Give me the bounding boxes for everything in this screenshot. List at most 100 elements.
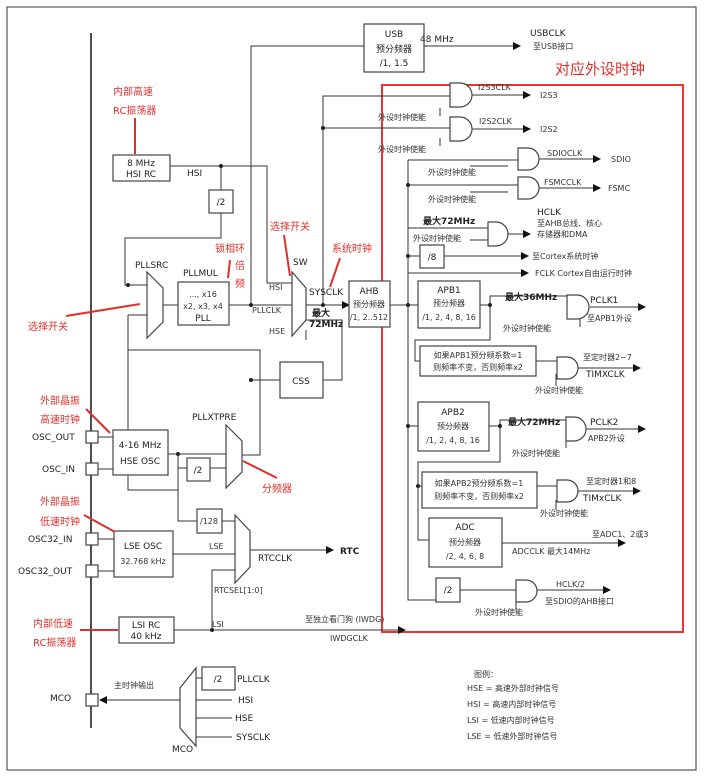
hsi-div2-label: /2: [217, 198, 226, 208]
divider-annotation: 分频器: [262, 482, 292, 495]
apb1-values: /1, 2, 4, 8, 16: [422, 313, 476, 322]
ahb-prescaler: [348, 280, 391, 328]
apb2-values: /1, 2, 4, 8, 16: [426, 436, 480, 445]
sysclk-annotation: 系统时钟: [332, 242, 372, 255]
lsi-rc-freq: 40 kHz: [130, 632, 161, 642]
sdio-div2-block: [435, 577, 461, 603]
hsi-annotation-1: 内部高速: [113, 85, 153, 98]
sdio-ahb-gate-icon: [515, 579, 538, 603]
pclk1-gate-icon: [566, 294, 590, 320]
sdio-ahb-label: 至SDIO的AHB接口: [545, 596, 614, 606]
rtcsel-label: RTCSEL[1:0]: [214, 586, 263, 595]
legend-item: HSE = 高速外部时钟信号: [467, 683, 559, 693]
hsi-rc-freq: 8 MHz: [127, 159, 155, 169]
fsmc-label: FSMC: [608, 184, 630, 193]
hsi-rc-name: HSI RC: [126, 170, 156, 180]
usb-prescaler-label: 预分频器: [376, 43, 412, 55]
ahb-title: AHB: [359, 287, 378, 297]
pll-block: [177, 281, 230, 326]
mco-output-label: 主时钟输出: [114, 680, 154, 690]
css-block: [279, 361, 324, 399]
outer-frame: [6, 6, 697, 771]
osc-out-label: OSC_OUT: [32, 433, 75, 443]
mco-hsi-label: HSI: [238, 696, 253, 706]
i2s3-gate-icon: [449, 82, 473, 108]
hclk2-label: HCLK/2: [556, 580, 585, 589]
osc32-in-label: OSC32_IN: [28, 535, 72, 545]
hsi-div2-block: [208, 189, 234, 214]
mco-sysclk-label: SYSCLK: [236, 733, 271, 743]
osc32-out-pin: [85, 564, 99, 578]
div8-block: [419, 244, 445, 269]
hse-annotation-1: 外部晶振: [40, 394, 80, 407]
fsmcclk-label: FSMCCLK: [544, 178, 582, 187]
hclk-label: HCLK: [537, 208, 562, 218]
tim27-gate-icon: [556, 356, 579, 380]
pllxtpre-label: PLLXTPRE: [192, 413, 237, 423]
sw-label: SW: [293, 258, 308, 268]
mco-mux: [179, 666, 197, 748]
hse-osc-freq: 4-16 MHz: [119, 441, 162, 451]
enable-label: 外设时钟使能: [512, 448, 560, 458]
mco-mux-label: MCO: [172, 745, 193, 755]
mco-pllclk-label: PLLCLK: [237, 675, 271, 685]
pll-name: PLL: [195, 314, 210, 324]
osc-out-pin: [85, 430, 99, 444]
lsi-annotation-2: RC振荡器: [33, 636, 76, 649]
i2s2-gate-icon: [449, 116, 473, 142]
rtcsel-mux: [234, 513, 251, 585]
mco-pin: [85, 693, 99, 707]
pllsrc-annotation: 选择开关: [28, 320, 68, 333]
i2s3-label: I2S3: [540, 91, 558, 100]
enable-label: 外设时钟使能: [535, 385, 583, 395]
enable-label: 外设时钟使能: [378, 144, 426, 154]
lse-signal-label: LSE: [209, 542, 224, 551]
hclk-dest-1: 至AHB总线、核心: [537, 218, 602, 228]
apb1-dest-label: 至APB1外设: [587, 313, 632, 323]
enable-label: 外设时钟使能: [378, 112, 426, 122]
usbclk-label: USBCLK: [530, 29, 567, 39]
sdio-label: SDIO: [611, 155, 631, 164]
sdio-div2-label: /2: [444, 586, 453, 596]
usb-prescaler: [363, 23, 425, 73]
hclk-max-label: 最大72MHz: [423, 215, 475, 227]
adc-title: ADC: [455, 523, 474, 533]
enable-label: 外设时钟使能: [540, 508, 588, 518]
hse-osc-name: HSE OSC: [120, 457, 160, 467]
hsi-signal-label: HSI: [187, 169, 202, 179]
legend: 图例： HSE = 高速外部时钟信号 HSI = 高速内部时钟信号 LSI = …: [467, 669, 559, 741]
iwdg-label: 至独立看门狗 (IWDG): [305, 614, 384, 624]
lse-osc-freq: 32.768 kHz: [120, 557, 165, 566]
enable-label: 外设时钟使能: [475, 607, 523, 617]
apb2-label: 预分频器: [437, 421, 469, 431]
pclk2-gate-icon: [565, 416, 587, 442]
sysclk-max-value: 72MHz: [309, 320, 343, 330]
sw-pllclk-label: PLLCLK: [252, 306, 282, 315]
apb2-timer-rule-1: 如果APB2预分频系数=1: [435, 478, 524, 488]
timxclk-label: TIMXCLK: [585, 370, 626, 380]
apb1-timer-multiplier: [419, 345, 537, 377]
sdio-gate-icon: [517, 147, 540, 171]
adc-prescaler: [428, 517, 503, 568]
adc-dest-label: 至ADC1、2或3: [592, 529, 649, 539]
tim18-label: 至定时器1和8: [586, 476, 636, 486]
hsi-rc-block: [112, 154, 171, 182]
pllxtpre-mux: [225, 423, 243, 490]
apb1-timer-rule-2: 则频率不变，否则频率x2: [433, 362, 523, 372]
pll-mul-max: ..., x16: [189, 290, 217, 299]
sw-mux: [291, 270, 307, 338]
apb1-title: APB1: [437, 286, 460, 296]
apb1-label: 预分频器: [433, 298, 465, 308]
peripheral-clock-highlight: [381, 84, 684, 633]
mco-hse-label: HSE: [235, 714, 253, 724]
div128-label: /128: [200, 517, 218, 526]
tim27-label: 至定时器2~7: [583, 352, 632, 362]
fsmc-gate-icon: [517, 176, 540, 200]
legend-title: 图例：: [474, 669, 498, 679]
pll-annotation-3: 频: [235, 277, 245, 290]
lsi-annotation-1: 内部低速: [33, 617, 73, 630]
apb2-title: APB2: [441, 408, 464, 418]
pll-annotation-2: 倍: [235, 259, 245, 272]
enable-label: 外设时钟使能: [428, 167, 476, 177]
